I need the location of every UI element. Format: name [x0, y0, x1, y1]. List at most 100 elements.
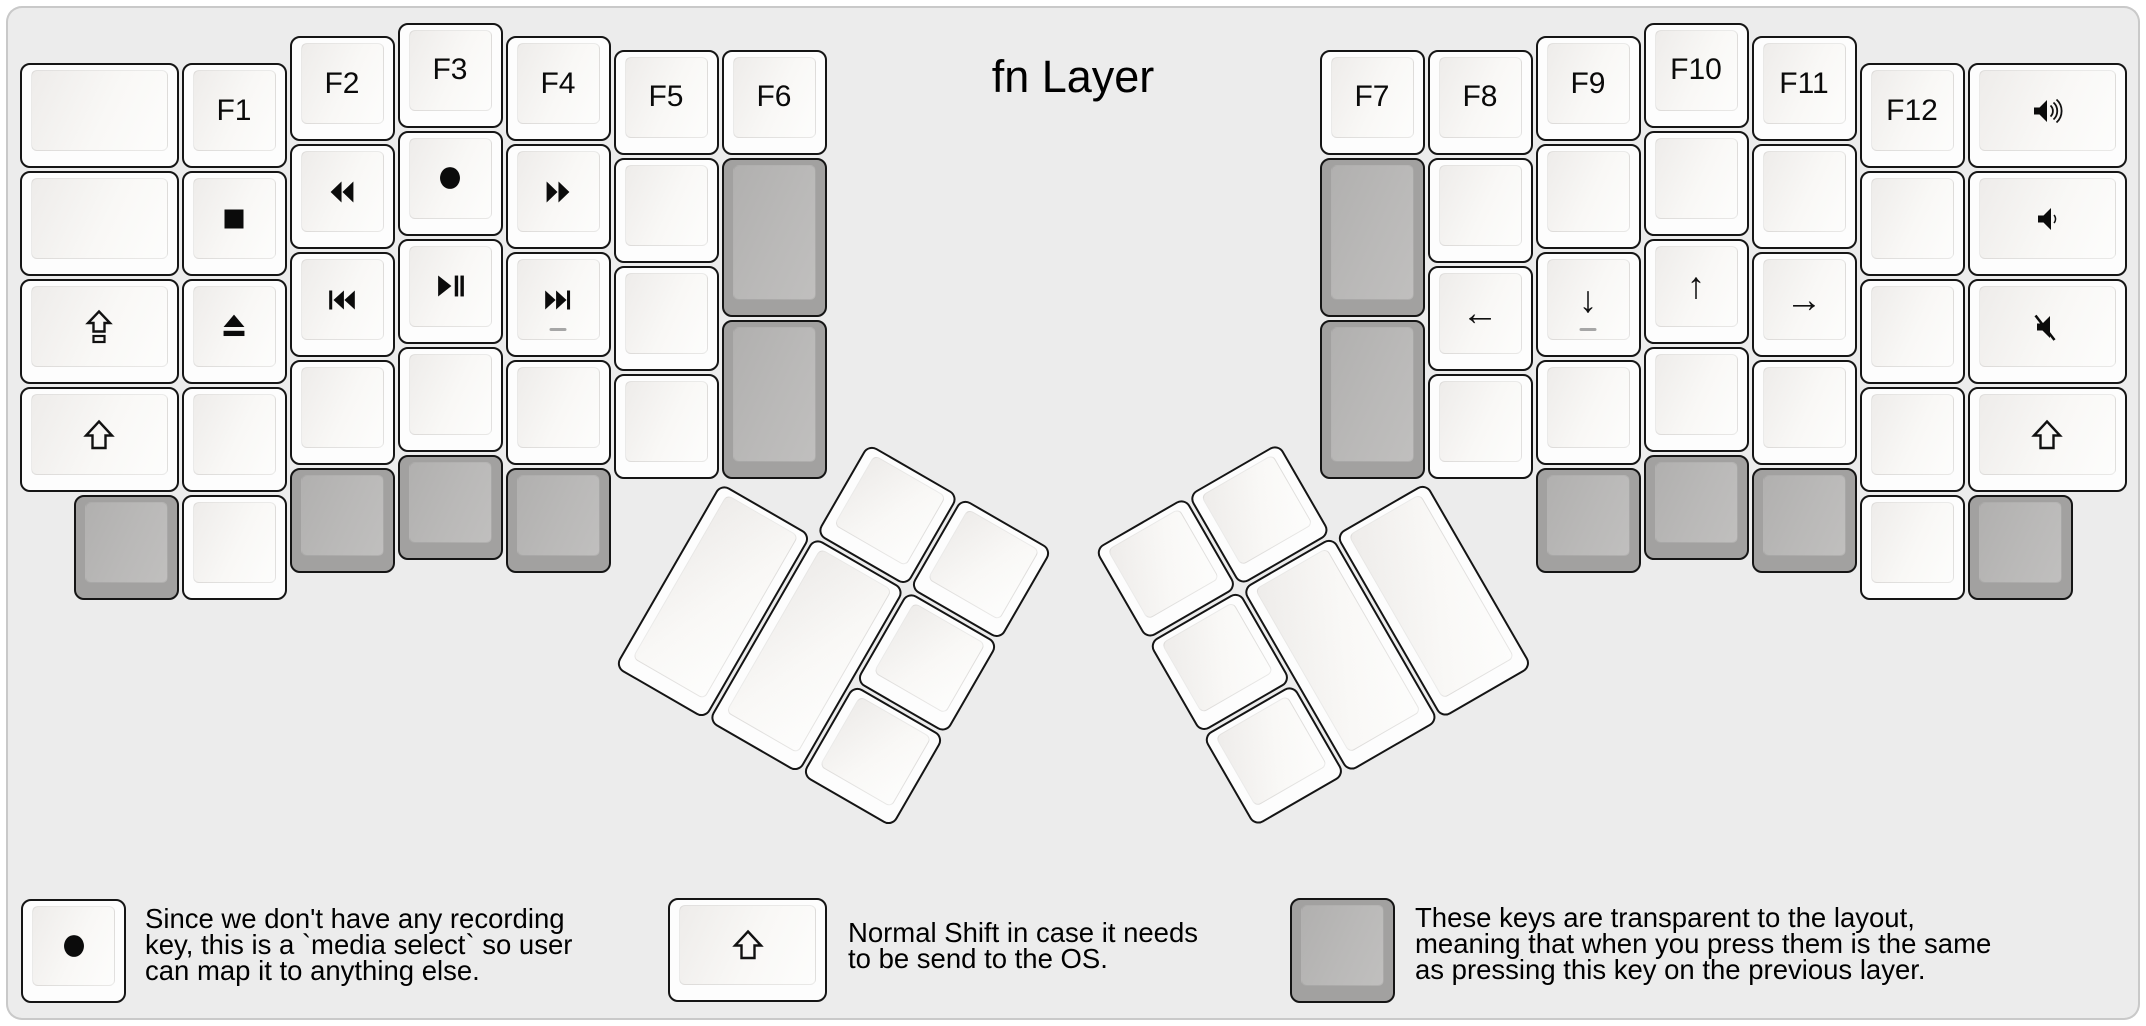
- blank-key: [1751, 144, 1857, 249]
- rewind-icon: [323, 173, 361, 211]
- blank-key: [505, 360, 611, 465]
- key-label: F2: [324, 66, 360, 100]
- eject-key: [181, 279, 287, 384]
- blank-key: [613, 373, 719, 479]
- f10-key: F10: [1643, 22, 1749, 128]
- transparent-key: [1319, 157, 1425, 317]
- f6-key: F6: [721, 49, 827, 155]
- blank-key: [613, 157, 719, 263]
- f4-key: F4: [505, 36, 611, 141]
- blank-key: [1535, 360, 1641, 465]
- blank-key: [1859, 279, 1965, 384]
- prev-track-icon: [323, 281, 361, 319]
- homing-bar: [1579, 327, 1597, 331]
- key-label: F8: [1462, 80, 1498, 113]
- blank-key: [181, 387, 287, 492]
- shift-icon: [2027, 415, 2067, 455]
- key-label: F1: [216, 93, 252, 127]
- volume-down-icon: [2027, 199, 2067, 239]
- volume-up-icon: [2027, 91, 2067, 131]
- f12-key: F12: [1859, 63, 1965, 168]
- media-select-example-key: [21, 899, 126, 1003]
- rewind-key: [289, 144, 395, 249]
- f3-key: F3: [397, 22, 503, 128]
- shift-icon: [728, 925, 768, 965]
- key-label: F9: [1570, 66, 1606, 100]
- key-label: F11: [1779, 66, 1829, 100]
- f11-key: F11: [1751, 36, 1857, 141]
- left-arrow-key: ←: [1427, 265, 1533, 371]
- transparent-key: [73, 495, 179, 600]
- transparent-key: [397, 454, 503, 560]
- shift-key: [19, 387, 179, 492]
- mute-key: [1967, 279, 2127, 384]
- legend-media-select-text: Since we don't have any recording key, t…: [145, 903, 573, 986]
- down-arrow-key: ↓: [1535, 252, 1641, 357]
- legend-transparent-keys-text: These keys are transparent to the layout…: [1415, 902, 1992, 985]
- blank-key: [1643, 130, 1749, 236]
- key-label: F6: [756, 80, 792, 113]
- play-pause-icon: [431, 267, 469, 305]
- play-pause-key: [397, 238, 503, 344]
- f2-key: F2: [289, 36, 395, 141]
- up-arrow-key: ↑: [1643, 238, 1749, 344]
- layer-title: fn Layer: [991, 51, 1155, 102]
- fast-forward-icon: [539, 173, 577, 211]
- transparent-key: [721, 319, 827, 479]
- blank-key: [1859, 387, 1965, 492]
- key-label: F5: [648, 80, 684, 113]
- blank-key: [19, 63, 179, 168]
- record-icon: [55, 927, 93, 965]
- eject-icon: [215, 308, 253, 346]
- volume-down-key: [1967, 171, 2127, 276]
- stop-icon: [215, 200, 253, 238]
- transparent-key: [1643, 454, 1749, 560]
- prev-track-key: [289, 252, 395, 357]
- shift-key: [1967, 387, 2127, 492]
- blank-key: [19, 171, 179, 276]
- blank-key: [1751, 360, 1857, 465]
- key-label: ↓: [1578, 278, 1598, 320]
- blank-key: [1859, 495, 1965, 600]
- key-label: F7: [1354, 80, 1390, 113]
- transparent-key: [721, 157, 827, 317]
- caps-lock-key: [19, 279, 179, 384]
- shift-example-key: [668, 898, 827, 1002]
- blank-key: [289, 360, 395, 465]
- mute-icon: [2027, 307, 2067, 347]
- blank-key: [613, 265, 719, 371]
- key-label: ↑: [1686, 265, 1706, 306]
- blank-key: [1427, 373, 1533, 479]
- blank-key: [1643, 346, 1749, 452]
- blank-key: [397, 346, 503, 452]
- key-label: F3: [432, 53, 468, 86]
- fast-forward-key: [505, 144, 611, 249]
- transparent-key: [289, 468, 395, 573]
- media-select-key: [397, 130, 503, 236]
- blank-key: [1859, 171, 1965, 276]
- next-track-icon: [539, 281, 577, 319]
- caps-lock-icon: [79, 307, 119, 347]
- f5-key: F5: [613, 49, 719, 155]
- right-arrow-key: →: [1751, 252, 1857, 357]
- blank-key: [181, 495, 287, 600]
- legend-normal-shift-text: Normal Shift in case it needs to be send…: [848, 917, 1199, 974]
- key-label: F10: [1670, 53, 1722, 86]
- key-label: →: [1785, 278, 1823, 320]
- next-track-key: [505, 252, 611, 357]
- f1-key: F1: [181, 63, 287, 168]
- transparent-key: [1967, 495, 2073, 600]
- key-label: F12: [1886, 93, 1938, 127]
- transparent-key: [1751, 468, 1857, 573]
- transparent-key: [1319, 319, 1425, 479]
- key-label: F4: [540, 66, 576, 100]
- key-label: ←: [1461, 292, 1499, 333]
- f8-key: F8: [1427, 49, 1533, 155]
- transparent-key: [505, 468, 611, 573]
- stop-key: [181, 171, 287, 276]
- f9-key: F9: [1535, 36, 1641, 141]
- transparent-example-key: [1290, 898, 1395, 1003]
- volume-up-key: [1967, 63, 2127, 168]
- shift-icon: [79, 415, 119, 455]
